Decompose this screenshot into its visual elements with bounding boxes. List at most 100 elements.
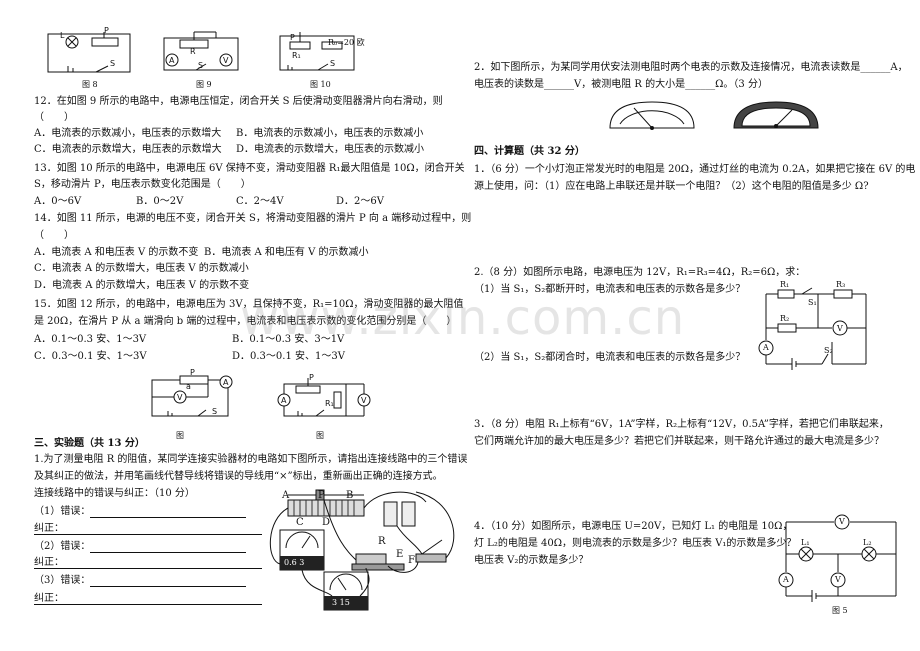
q15-stem-1: 15．如图 12 所示，的电路中，电源电压为 3V，且保持不变，R₁=10Ω，滑… [34,299,464,310]
circuit2-s2: S₂ [824,346,833,355]
svg-text:R₁: R₁ [292,51,301,60]
svg-text:V: V [177,393,183,402]
figure-12-caption: 图 [316,431,324,440]
svg-text:S: S [330,59,335,68]
q14-stem: 14．如图 11 所示，电源的电压不变，闭合开关 S，将滑动变阻器的滑片 P 向… [34,213,472,224]
figure-9-circuit: A V RS [160,30,244,74]
q14-option-c: C．电流表 A 的示数增大，电压表 V 的示数减小 [34,263,249,274]
q2-voltmeter [728,98,824,132]
error-1-label: （1）错误： [34,506,91,517]
section-4-heading: 四、计算题（共 32 分） [474,146,585,157]
calc-2-line-2: （1）当 S₁，S₂都断开时，电流表和电压表的示数各是多少？ [474,284,746,295]
figure-5-caption: 图 5 [832,606,848,615]
circuit4-l1: L₁ [801,538,810,547]
svg-text:V: V [223,56,229,65]
fix-3-label: 纠正： [34,593,64,604]
figure-9-caption: 图 9 [196,80,212,89]
fix-1-label: 纠正： [34,523,64,534]
ammeter-scale: 0.6 3 [284,558,305,567]
circuit2-v: V [837,324,843,333]
calc-4-circuit [772,510,902,606]
figure-10-label: R₀=20 欧 [328,38,365,47]
calc-4-line-1: 4．（10 分）如图所示，电源电压 U=20V，已知灯 L₁ 的电阻是 10Ω， [474,521,793,532]
experiment-stem-3: 连接线路中的错误与纠正：（10 分） [34,488,195,499]
svg-text:P: P [290,33,295,42]
calc-1-line-1: 1．（6 分）一个小灯泡正常发光时的电阻是 20Ω，通过灯丝的电流为 0.2A，… [474,164,916,175]
svg-text:A: A [169,56,175,65]
experiment-stem-1: 1.为了测量电阻 R 的阻值，某同学连接实验器材的电路如下图所示，请指出连接线路… [34,454,468,465]
figure-10-circuit: P R₁ S [276,30,362,74]
watermark: www.zixin.com.cn [240,290,686,346]
fix-3-blank[interactable] [34,604,262,605]
apparatus-label-a: A [282,490,290,501]
section-3-heading: 三、实验题（共 13 分） [34,438,145,449]
calc-3-line-2: 它们两端允许加的最大电压是多少？若把它们并联起来，则干路允许通过的最大电流是多少… [474,436,884,447]
circuit4-a: A [783,575,789,584]
apparatus-label-e: E [396,549,404,560]
q14-option-a: A．电流表 A 和电压表 V 的示数不变 [34,247,199,258]
svg-text:R₁: R₁ [325,399,334,408]
apparatus-label-b: B [346,490,354,501]
svg-text:R: R [190,47,196,56]
q2-ammeter [604,98,700,130]
svg-text:a: a [186,382,191,391]
error-3-blank[interactable] [90,586,246,587]
svg-text:S: S [198,61,203,70]
circuit2-r2: R₂ [780,314,790,323]
svg-text:A: A [223,378,229,387]
calc-2-line-1: 2.（8 分）如图所示电路，电源电压为 12V，R₁=R₃=4Ω，R₂=6Ω，求… [474,267,806,278]
apparatus-label-d: D [322,517,331,528]
circuit2-s1: S₁ [808,298,817,307]
circuit2-r1: R₁ [780,280,790,289]
apparatus-label-r: R [378,536,386,547]
q12-stem: 12．在如图 9 所示的电路中，电源电压恒定，闭合开关 S 后使滑动变阻器滑片向… [34,96,443,107]
q12-option-c: C．电流表的示数增大，电压表的示数增大 [34,144,222,155]
calc-2-line-3: （2）当 S₁，S₂都闭合时，电流表和电压表的示数各是多少？ [474,352,746,363]
circuit2-a: A [763,343,769,352]
q13-option-d: D．2～6V [336,196,384,207]
calc-2-circuit [752,282,872,368]
calc-1-line-2: 源上使用，问：（1）应在电路上串联还是并联一个电阻？（2）这个电阻的阻值是多少 … [474,181,869,192]
apparatus-label-f: F [408,555,415,566]
figure-8-caption: 图 8 [82,80,98,89]
svg-text:A: A [281,396,287,405]
q12-option-b: B．电流表的示数减小，电压表的示数减小 [236,128,424,139]
experiment-stem-2: 及其纠正的做法，并用笔画线代替导线将错误的导线用“×”标出，重新画出正确的连接方… [34,471,443,482]
svg-text:S: S [212,407,217,416]
voltmeter-scale: 3 15 [332,598,350,607]
circuit4-v2: V [835,575,841,584]
q14-paren: （ ） [34,230,74,241]
fix-1-blank[interactable] [34,534,262,535]
circuit4-v1: V [839,517,845,526]
calc-3-line-1: 3．（8 分）电阻 R₁上标有“6V，1A”字样，R₂上标有“12V，0.5A”… [474,419,889,430]
q12-option-d: D．电流表的示数增大，电压表的示数减小 [236,144,425,155]
figure-11-caption: 图 [176,431,184,440]
q2-stem-1: 2．如下图所示，为某同学用伏安法测电阻时两个电表的示数及连接情况，电流表读数是_… [474,62,908,73]
q12-option-a: A．电流表的示数减小，电压表的示数增大 [34,128,222,139]
svg-text:L: L [60,31,65,40]
fix-2-blank[interactable] [34,568,262,569]
calc-4-line-3: 电压表 V₂的示数是多少？ [474,555,589,566]
error-2-label: （2）错误： [34,541,91,552]
figure-8-circuit: LPS [46,26,136,74]
error-2-blank[interactable] [90,552,246,553]
q15-option-c: C．0.3～0.1 安、1～3V [34,351,147,362]
svg-text:P: P [309,373,314,382]
svg-text:V: V [361,396,367,405]
q13-option-b: B．0～2V [136,196,184,207]
fix-2-label: 纠正： [34,557,64,568]
q14-option-b: B．电流表 A 和电压有 V 的示数减小 [204,247,369,258]
calc-4-line-2: 灯 L₂的电阻是 40Ω，则电流表的示数是多少？电压表 V₁的示数是多少？ [474,538,797,549]
circuit4-l2: L₂ [863,538,872,547]
error-1-blank[interactable] [90,517,246,518]
q15-option-b: B．0.1～0.3 安、3～1V [232,334,345,345]
q15-option-a: A．0.1～0.3 安、1～3V [34,334,147,345]
q15-stem-2: 是 20Ω，在滑片 P 从 a 端滑向 b 端的过程中，电流表和电压表示数的变化… [34,316,457,327]
figure-12-circuit: A V P R₁ [268,373,374,420]
error-3-label: （3）错误： [34,575,91,586]
q15-option-d: D．0.3～0.1 安、1～3V [232,351,345,362]
q13-stem-1: 13．如图 10 所示的电路中，电源电压 6V 保持不变，滑动变阻器 R₁最大阻… [34,163,465,174]
q13-stem-2: S，移动滑片 P，电压表示数变化范围是（ ） [34,179,251,190]
apparatus-figure [266,480,462,610]
